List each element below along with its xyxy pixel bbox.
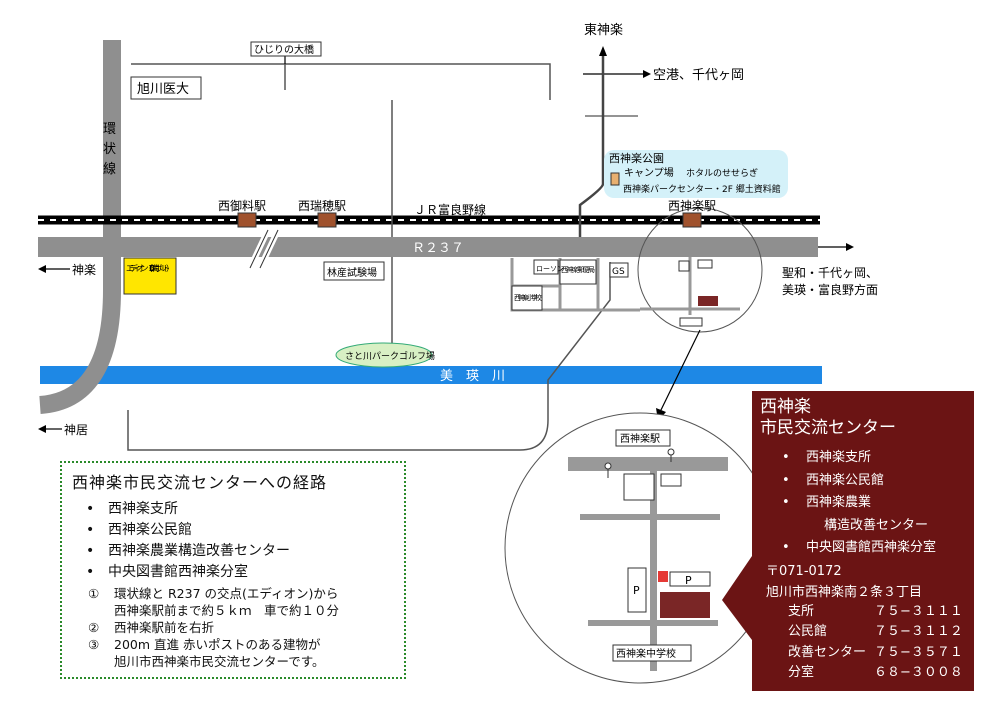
forest-lab-label: 林産試験場 bbox=[327, 266, 377, 279]
river-bieigawa bbox=[40, 366, 822, 384]
route-facility: 西神楽支所 bbox=[84, 499, 394, 520]
ring-road-label-1: 環 bbox=[103, 122, 116, 137]
edion-label: エディオン（100満ボルト） bbox=[126, 263, 174, 273]
airport-label: 空港、千代ヶ岡 bbox=[653, 68, 744, 83]
lawson-label: ローソン bbox=[536, 265, 564, 273]
address: 旭川市西神楽南２条３丁目 bbox=[766, 584, 923, 600]
route-box: 西神楽市民交流センターへの経路 西神楽支所 西神楽公民館 西神楽農業構造改善セン… bbox=[60, 461, 406, 679]
road-r237 bbox=[38, 237, 818, 257]
station-mizuho bbox=[317, 212, 337, 228]
zoom-circle-large bbox=[504, 412, 776, 684]
inset-p2-label: P bbox=[685, 574, 692, 587]
road-r237-label: Ｒ２３７ bbox=[412, 241, 464, 256]
route-facilities: 西神楽支所 西神楽公民館 西神楽農業構造改善センター 中央図書館西神楽分室 bbox=[72, 499, 394, 583]
railway-label: ＪＲ富良野線 bbox=[414, 202, 486, 217]
school-label: 西神楽小学校 bbox=[514, 293, 542, 302]
river-label: 美 瑛 川 bbox=[440, 369, 505, 384]
inset-junior-high-label: 西神楽中学校 bbox=[616, 647, 676, 660]
info-panel: 西神楽 市民交流センター 西神楽支所 西神楽公民館 西神楽農業 構造改善センター… bbox=[752, 391, 974, 691]
station-mizuho-label: 西瑞穂駅 bbox=[298, 199, 346, 213]
university-label: 旭川医大 bbox=[137, 82, 189, 97]
inset-p-label: P bbox=[633, 584, 640, 597]
park-center-label: 西神楽パークセンター・2F 郷土資料館 bbox=[623, 183, 781, 195]
ring-road bbox=[38, 40, 121, 414]
camp-label: キャンプ場 bbox=[624, 166, 674, 179]
post-office-label: 西神楽郵便局 bbox=[561, 265, 595, 274]
bridge-label: ひじりの大橋 bbox=[254, 43, 314, 56]
top-station-label: 東神楽 bbox=[584, 22, 623, 38]
target-building-large bbox=[660, 592, 710, 618]
route-title: 西神楽市民交流センターへの経路 bbox=[72, 473, 328, 492]
info-facility: 西神楽農業 bbox=[760, 492, 966, 515]
ring-road-label-2: 状 bbox=[103, 142, 116, 157]
inset-station-label: 西神楽駅 bbox=[620, 432, 660, 445]
info-facility: 構造改善センター bbox=[824, 517, 929, 533]
ring-road-label-3: 線 bbox=[103, 161, 116, 177]
kamui-label: 神居 bbox=[64, 423, 88, 437]
info-title-2: 市民交流センター bbox=[760, 418, 896, 438]
station-nishikagura-label: 西神楽駅 bbox=[668, 199, 716, 213]
route-facility: 西神楽農業構造改善センター bbox=[84, 541, 394, 562]
postal-code: 〒071-0172 bbox=[766, 563, 842, 579]
zoom-circle-small bbox=[637, 207, 763, 333]
station-goryo bbox=[237, 212, 257, 228]
golf-area bbox=[335, 342, 433, 368]
info-facility: 西神楽支所 bbox=[760, 447, 966, 470]
station-nishikagura bbox=[682, 212, 702, 228]
info-facility: 中央図書館西神楽分室 bbox=[760, 537, 966, 560]
right-dest-label-2: 美瑛・富良野方面 bbox=[782, 282, 878, 297]
right-dest-label-1: 聖和・千代ヶ岡、 bbox=[782, 266, 878, 280]
red-mailbox-icon bbox=[658, 571, 668, 582]
info-facility: 西神楽公民館 bbox=[760, 470, 966, 493]
left-dest-label: 神楽 bbox=[72, 263, 96, 277]
target-building-small bbox=[698, 296, 718, 306]
edion-box bbox=[123, 257, 177, 295]
park-area bbox=[604, 150, 788, 198]
route-facility: 中央図書館西神楽分室 bbox=[84, 562, 394, 583]
park-label: 西神楽公園 bbox=[609, 151, 664, 165]
firefly-label: ホタルのせせらぎ bbox=[686, 167, 758, 179]
golf-label: さと川パークゴルフ場 bbox=[345, 350, 435, 362]
info-facilities: 西神楽支所 西神楽公民館 西神楽農業 構造改善センター 中央図書館西神楽分室 bbox=[760, 447, 966, 560]
info-title-1: 西神楽 bbox=[760, 397, 811, 417]
station-goryo-label: 西御料駅 bbox=[218, 198, 266, 213]
gs-label: GS bbox=[612, 267, 625, 277]
route-facility: 西神楽公民館 bbox=[84, 520, 394, 541]
